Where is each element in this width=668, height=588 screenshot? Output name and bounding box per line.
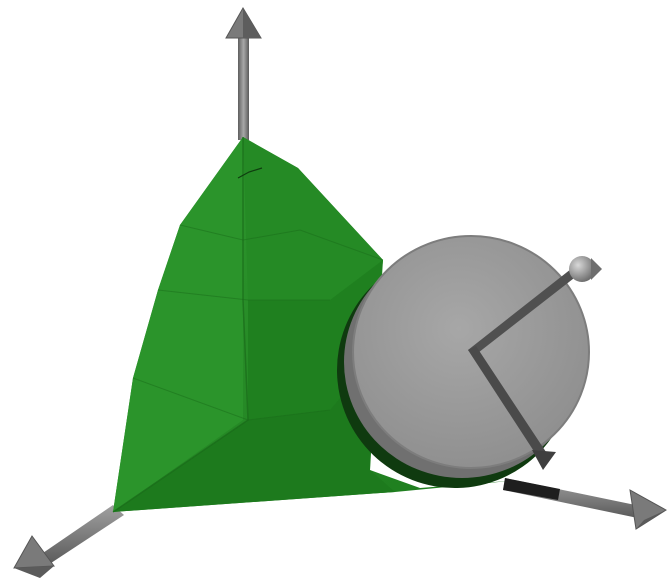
- left-axis-shaft: [40, 505, 124, 565]
- right-axis: [503, 478, 666, 529]
- dial-pointer: [532, 450, 556, 470]
- arrow-right-icon: [630, 490, 666, 529]
- left-axis: [14, 505, 124, 578]
- up-axis-shaft: [238, 36, 249, 140]
- up-axis: [226, 8, 261, 140]
